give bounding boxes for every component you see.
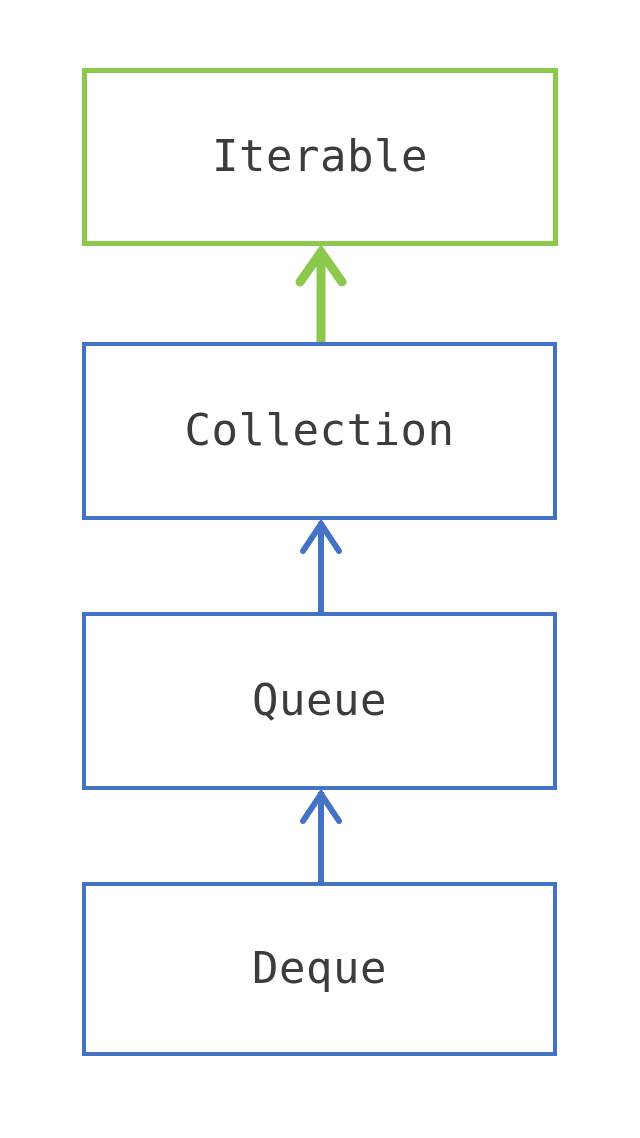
node-label-deque: Deque — [252, 943, 387, 994]
edge-queue-to-collection — [300, 518, 342, 612]
edge-deque-to-queue — [300, 788, 342, 882]
node-label-queue: Queue — [252, 675, 387, 726]
node-collection[interactable]: Collection — [82, 342, 557, 520]
arrowhead-icon-deque-to-queue — [300, 788, 342, 824]
node-deque[interactable]: Deque — [82, 882, 557, 1056]
node-iterable[interactable]: Iterable — [82, 68, 558, 246]
node-queue[interactable]: Queue — [82, 612, 557, 790]
arrowhead-icon-collection-to-iterable — [295, 244, 347, 287]
arrowhead-icon-queue-to-collection — [300, 518, 342, 554]
node-label-iterable: Iterable — [212, 131, 428, 182]
node-label-collection: Collection — [184, 405, 455, 456]
edge-collection-to-iterable — [295, 244, 347, 342]
